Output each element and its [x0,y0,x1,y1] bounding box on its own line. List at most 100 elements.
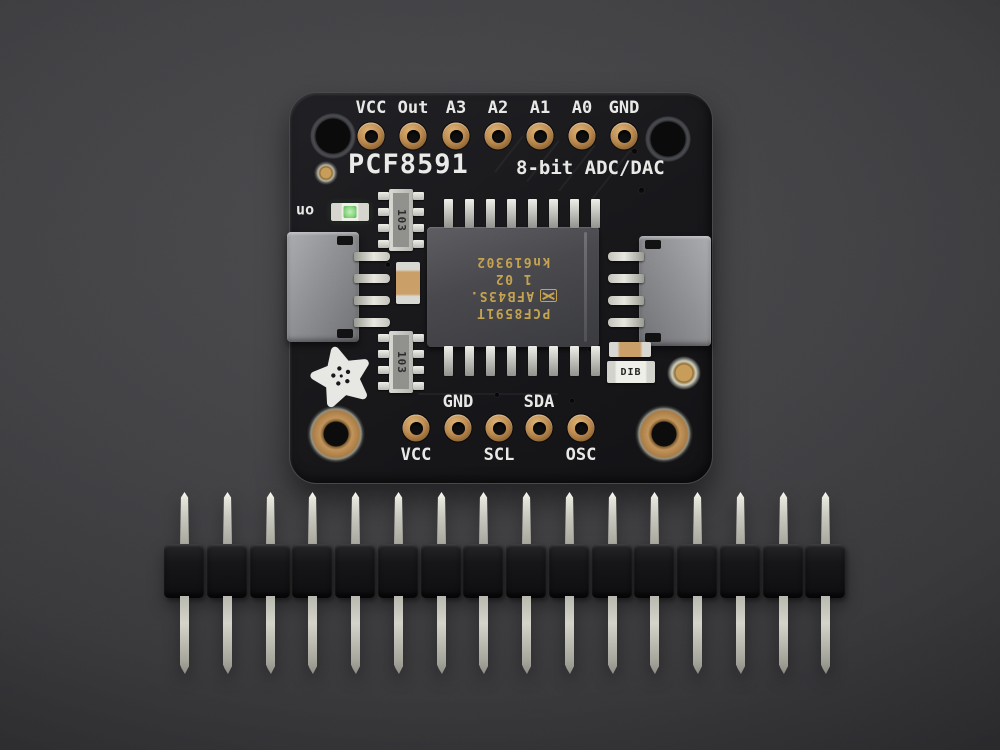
top-pin-label-gnd: GND [608,98,640,118]
jst-left-pin [354,252,390,261]
header-pin-block [592,544,632,598]
led-on-label: on [296,202,315,220]
top-pin-label-out: Out [397,98,429,118]
header-pin-bottom [736,596,745,674]
header-pin-bottom [565,596,574,674]
header-pin-top [479,492,488,547]
capacitor-right [609,342,651,357]
connector-notch [645,333,661,342]
resistor-array-pin [378,350,389,358]
resistor-array-pin [413,366,424,374]
pin-header-strip [163,492,847,674]
header-pin-block [292,544,332,598]
header-pin-block [720,544,760,598]
top-pin-hole-vcc [357,122,385,150]
jst-left-pin [354,274,390,283]
top-pin-label-a1: A1 [529,98,551,118]
top-pin-label-vcc: VCC [355,98,387,118]
chip-pin-bottom [528,346,537,376]
capacitor-left [396,262,420,304]
pcf8591-chip: PCF8591T AFB43S. 1 02 kn619302 [427,227,599,347]
header-pin-bottom [479,596,488,674]
header-pin-block [164,544,204,598]
adafruit-logo [310,346,369,408]
stemma-qt-connector-left [287,232,359,342]
pad-bore [617,129,631,143]
header-pin-bottom [608,596,617,674]
header-pin-unit [591,492,634,674]
resistor-array-top: 103 [378,189,424,251]
pad-bore [533,129,547,143]
chip-pin-top [528,199,537,228]
header-pin-block [335,544,375,598]
resistor-array-pin [413,240,424,248]
header-pin-top [437,492,446,547]
resistor-array-marking: 103 [393,335,409,389]
resistor-array-pin [413,208,424,216]
via [639,188,644,193]
header-pin-top [351,492,360,547]
header-pin-block [763,544,803,598]
header-pin-top [650,492,659,547]
jst-right-pin [608,252,644,261]
header-pin-top [779,492,788,547]
pad-bore [406,129,420,143]
pad-bore [491,129,505,143]
smd-resistor-marking: DIB [620,366,642,378]
header-pin-bottom [266,596,275,674]
top-pin-hole-a2 [484,122,512,150]
chip-pin-bottom [486,346,495,376]
resistor-array-pin [378,240,389,248]
resistor-array-pin [413,192,424,200]
mounting-hole-bottom-left [307,405,365,463]
header-pin-unit [420,492,463,674]
pad-bore [449,129,463,143]
power-led [331,203,369,221]
chip-pin-bottom [591,346,600,376]
header-pin-top [394,492,403,547]
resistor-array-pin [413,350,424,358]
header-pin-top [266,492,275,547]
header-pin-unit [633,492,676,674]
resistor-array-pin [378,382,389,390]
header-pin-top [565,492,574,547]
header-pin-block [549,544,589,598]
bottom-pin-hole-osc [567,414,595,442]
bottom-pin-label-osc: OSC [565,445,597,465]
pad-bore [574,421,588,435]
board-subtitle: 8-bit ADC/DAC [516,157,665,179]
header-pin-block [250,544,290,598]
jst-left-pin [354,318,390,327]
header-pin-unit [334,492,377,674]
top-pin-label-a0: A0 [571,98,593,118]
header-pin-top [608,492,617,547]
resistor-array-pin [378,334,389,342]
chip-pin-top [444,199,453,228]
header-pin-bottom [650,596,659,674]
board-title: PCF8591 [348,149,469,180]
chip-pin-top [570,199,579,228]
via [570,399,574,403]
pad-bore [532,421,546,435]
chip-code-line: AFB43S. [468,288,535,303]
header-pin-unit [505,492,548,674]
header-pin-top [693,492,702,547]
header-pin-top [736,492,745,547]
header-pin-bottom [693,596,702,674]
smd-resistor: DIB [607,361,655,383]
header-pin-block [463,544,503,598]
header-pin-block [805,544,845,598]
header-pin-bottom [308,596,317,674]
bottom-pin-hole-sda [525,414,553,442]
top-pin-hole-gnd [610,122,638,150]
header-pin-unit [206,492,249,674]
bottom-pin-label-scl: SCL [483,445,515,465]
pad-bore [492,421,506,435]
top-pin-hole-a0 [568,122,596,150]
via [495,393,499,397]
gold-fiducial-top-left [314,161,338,185]
pad-bore [451,421,465,435]
via [386,263,390,267]
led-die [343,206,357,218]
resistor-array-bottom: 103 [378,331,424,393]
